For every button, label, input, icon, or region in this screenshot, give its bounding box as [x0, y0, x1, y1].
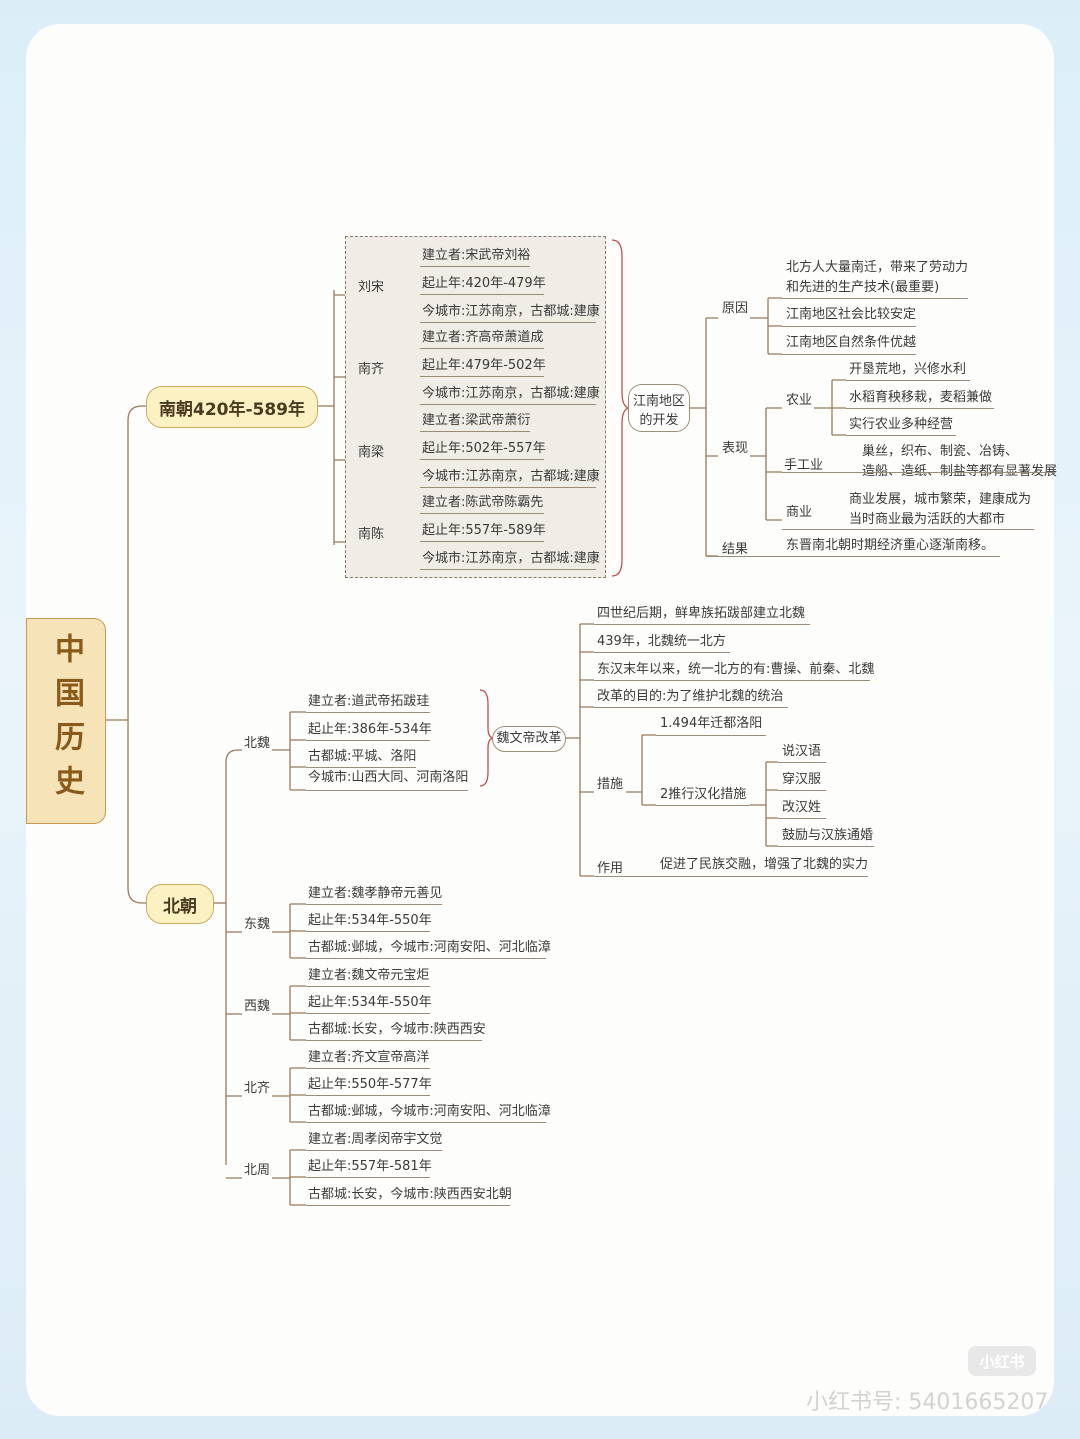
agriculture-item: 实行农业多种经营	[849, 417, 954, 432]
fact-item: 起止年:534年-550年	[308, 913, 432, 928]
dynasty-label: 西魏	[244, 999, 271, 1014]
fact-item: 古都城:平城、洛阳	[308, 749, 417, 764]
dynasty-label: 南陈	[358, 527, 385, 542]
effect-text: 促进了民族交融，增强了北魏的实力	[660, 857, 869, 872]
result-label: 结果	[722, 542, 749, 557]
reason-item: 北方人大量南迁，带来了劳动力	[786, 260, 969, 275]
fact-item: 起止年:420年-479年	[422, 276, 546, 291]
effect-label: 作用	[597, 861, 624, 876]
reason-item: 江南地区社会比较安定	[786, 307, 917, 322]
reform-title: 魏文帝改革	[496, 731, 562, 746]
fact-item: 起止年:386年-534年	[308, 722, 432, 737]
xiaohongshu-logo: 小红书	[968, 1346, 1036, 1376]
fact-item: 古都城:邺城，今城市:河南安阳、河北临漳	[308, 940, 551, 955]
south-dynasties-box	[345, 236, 606, 578]
fact-item: 今城市:江苏南京，古都城:建康	[422, 386, 600, 401]
fact-item: 起止年:502年-557年	[422, 441, 546, 456]
jiangnan-title-line2: 的开发	[639, 413, 679, 428]
fact-item: 建立者:梁武帝萧衍	[422, 413, 531, 428]
logo-text: 小红书	[979, 1352, 1025, 1371]
fact-item: 起止年:557年-581年	[308, 1159, 432, 1174]
jiangnan-title-line1: 江南地区	[632, 394, 685, 409]
measure-item: 2推行汉化措施	[660, 787, 747, 802]
fact-item: 起止年:557年-589年	[422, 523, 546, 538]
fact-item: 今城市:山西大同、河南洛阳	[308, 770, 469, 785]
fact-item: 建立者:魏文帝元宝炬	[308, 968, 430, 983]
dynasty-label: 北周	[244, 1163, 271, 1178]
dynasty-label: 刘宋	[358, 280, 385, 295]
fact-item: 起止年:534年-550年	[308, 995, 432, 1010]
fact-item: 建立者:魏孝静帝元善见	[308, 886, 443, 901]
reason-item: 江南地区自然条件优越	[786, 335, 917, 350]
performance-label: 表现	[722, 441, 749, 456]
reform-node: 魏文帝改革	[492, 726, 566, 752]
jiangnan-node: 江南地区 的开发	[628, 384, 690, 432]
craft-item: 造船、造纸、制盐等都有显著发展	[862, 464, 1058, 479]
reform-fact: 四世纪后期，鲜卑族拓跋部建立北魏	[597, 606, 806, 621]
craft-item: 巢丝，织布、制瓷、冶铸、	[862, 444, 1019, 459]
reform-fact: 439年，北魏统一北方	[597, 634, 726, 649]
hanhua-item: 鼓励与汉族通婚	[782, 828, 874, 843]
reason-item: 和先进的生产技术(最重要)	[786, 280, 940, 295]
commerce-label: 商业	[786, 505, 813, 520]
north-dynasty-node: 北朝	[146, 884, 214, 924]
reform-fact: 改革的目的:为了维护北魏的统治	[597, 689, 784, 704]
fact-item: 起止年:479年-502年	[422, 358, 546, 373]
fact-item: 建立者:宋武帝刘裕	[422, 248, 531, 263]
fact-item: 建立者:陈武帝陈霸先	[422, 495, 544, 510]
dynasty-label: 北魏	[244, 736, 271, 751]
measure-item: 1.494年迁都洛阳	[660, 716, 763, 731]
dynasty-label: 东魏	[244, 917, 271, 932]
commerce-item: 商业发展，城市繁荣，建康成为	[849, 492, 1032, 507]
craft-label: 手工业	[784, 458, 824, 473]
fact-item: 建立者:道武帝拓跋珪	[308, 694, 430, 709]
dynasty-label: 南齐	[358, 362, 385, 377]
fact-item: 古都城:长安，今城市:陕西西安北朝	[308, 1187, 512, 1202]
dynasty-label: 北齐	[244, 1081, 271, 1096]
agriculture-label: 农业	[786, 393, 813, 408]
south-dynasty-node: 南朝420年-589年	[146, 386, 318, 428]
fact-item: 今城市:江苏南京，古都城:建康	[422, 304, 600, 319]
fact-item: 建立者:周孝闵帝宇文觉	[308, 1132, 443, 1147]
dynasty-label: 南梁	[358, 445, 385, 460]
hanhua-item: 说汉语	[782, 744, 822, 759]
root-node: 中国历史	[26, 618, 106, 824]
agriculture-item: 水稻育秧移栽，麦稻兼做	[849, 390, 993, 405]
commerce-item: 当时商业最为活跃的大都市	[849, 512, 1006, 527]
fact-item: 今城市:江苏南京，古都城:建康	[422, 551, 600, 566]
fact-item: 今城市:江苏南京，古都城:建康	[422, 469, 600, 484]
reason-label: 原因	[722, 301, 749, 316]
result-text: 东晋南北朝时期经济重心逐渐南移。	[786, 538, 995, 553]
north-title: 北朝	[163, 896, 197, 917]
fact-item: 古都城:长安，今城市:陕西西安	[308, 1022, 486, 1037]
root-title: 中国历史	[49, 633, 84, 809]
fact-item: 建立者:齐文宣帝高洋	[308, 1050, 430, 1065]
fact-item: 建立者:齐高帝萧道成	[422, 330, 544, 345]
fact-item: 古都城:邺城，今城市:河南安阳、河北临漳	[308, 1104, 551, 1119]
hanhua-item: 改汉姓	[782, 800, 822, 815]
reform-fact: 东汉末年以来，统一北方的有:曹操、前秦、北魏	[597, 662, 875, 677]
agriculture-item: 开垦荒地，兴修水利	[849, 362, 967, 377]
watermark-text: 小红书号: 5401665207	[806, 1390, 1049, 1415]
south-title: 南朝420年-589年	[158, 399, 306, 420]
fact-item: 起止年:550年-577年	[308, 1077, 432, 1092]
hanhua-item: 穿汉服	[782, 772, 822, 787]
measures-label: 措施	[597, 777, 624, 792]
